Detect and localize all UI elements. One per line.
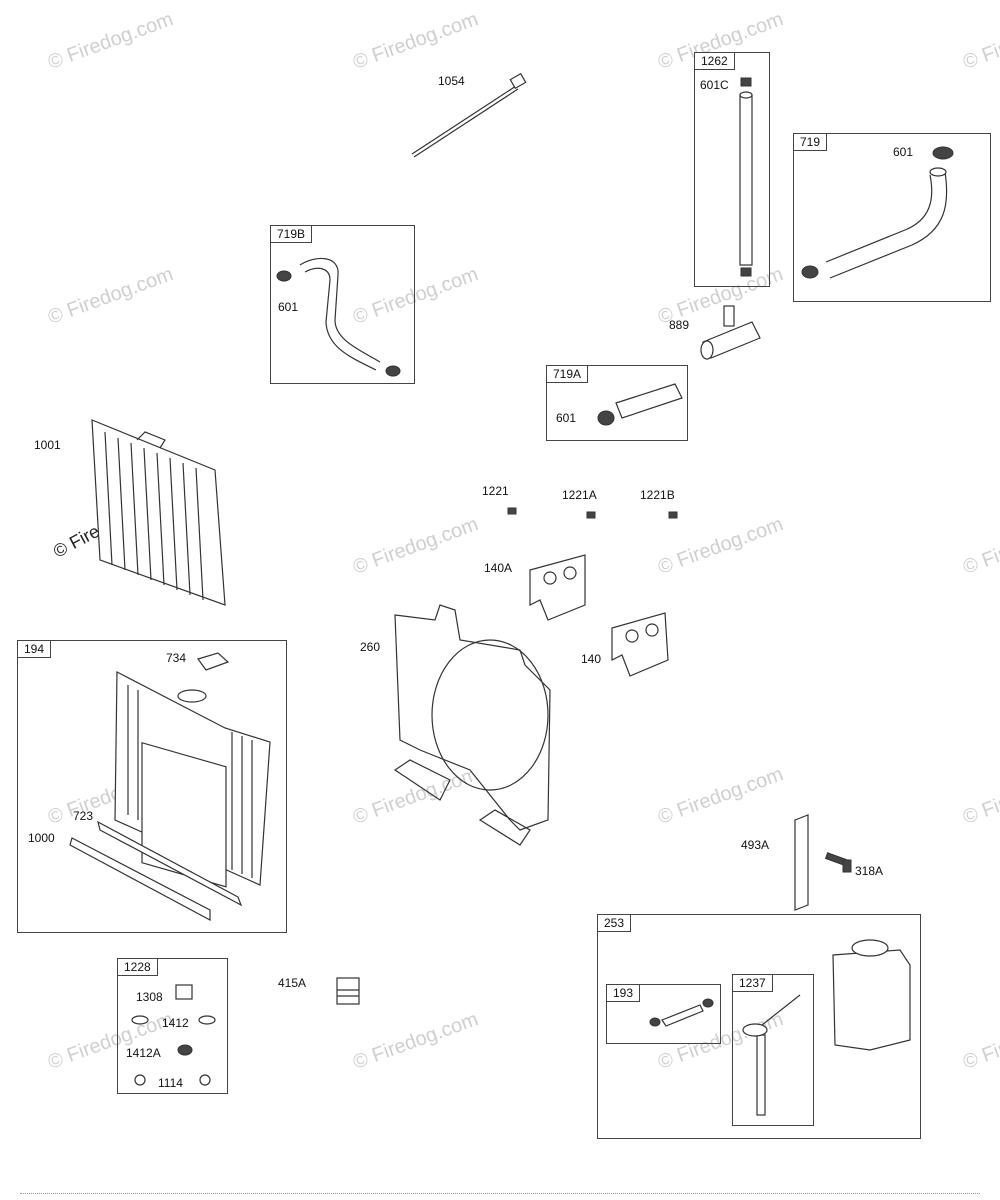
label-601C: 601C [700,78,729,92]
kit-box-1228: 1228 [117,958,228,1094]
kit-label: 193 [607,985,641,1002]
label-140: 140 [581,652,602,666]
label-1308: 1308 [136,990,163,1004]
hose-719 [801,146,954,279]
label-723: 723 [73,809,94,823]
shroud-260 [393,604,551,846]
overflow-tank [832,939,911,1051]
label-601: 601 [278,300,299,314]
label-1221A: 1221A [562,488,597,502]
kit-label: 253 [598,915,632,932]
kit-label: 719A [547,366,589,383]
kit-label: 719 [794,134,828,151]
label-734: 734 [166,651,187,665]
label-1412A: 1412A [126,1046,161,1060]
label-493A: 493A [741,838,770,852]
label-889: 889 [669,318,690,332]
screen-1001 [91,419,226,606]
label-601: 601 [893,145,914,159]
label-1412: 1412 [162,1016,189,1030]
label-140A: 140A [484,561,513,575]
label-1001: 1001 [34,438,61,452]
mount-kit-1228 [131,984,216,1086]
hose-719A [597,383,683,426]
label-1221: 1221 [482,484,509,498]
hose-193 [649,998,714,1027]
kit-label: 194 [18,641,52,658]
kit-label: 1228 [118,959,158,976]
kit-box-194: 194 [17,640,287,933]
label-601: 601 [556,411,577,425]
label-1054: 1054 [438,74,465,88]
label-1000: 1000 [28,831,55,845]
bracket-493A [794,814,809,911]
pickup-tube-1237 [742,994,801,1116]
bracket-140 [611,612,669,677]
label-318A: 318A [855,864,884,878]
kit-box-193: 193 [606,984,721,1044]
radiator-194 [114,652,271,888]
kit-box-253: 253 [597,914,921,1139]
hose-719B [276,257,401,377]
label-415A: 415A [278,976,307,990]
cable-tie-1054 [411,72,527,158]
bolt-318A [824,852,852,873]
kit-box-1262: 1262 [694,52,770,287]
kit-box-719: 719 [793,133,991,302]
label-1221B: 1221B [640,488,675,502]
page-footer-rule [20,1193,980,1196]
kit-box-1237: 1237 [732,974,814,1126]
kit-box-719A: 719A [546,365,688,441]
tee-889 [700,305,761,360]
plug-415A [336,977,360,1005]
tube-1262 [739,77,753,277]
label-1114: 1114 [158,1076,183,1090]
kit-box-719B: 719B [270,225,415,384]
kit-label: 1262 [695,53,735,70]
bolts-1221 [507,507,678,519]
strips-723-1000 [69,820,243,922]
kit-label: 1237 [733,975,773,992]
bracket-140A [529,554,586,621]
label-260: 260 [360,640,381,654]
kit-label: 719B [271,226,313,243]
